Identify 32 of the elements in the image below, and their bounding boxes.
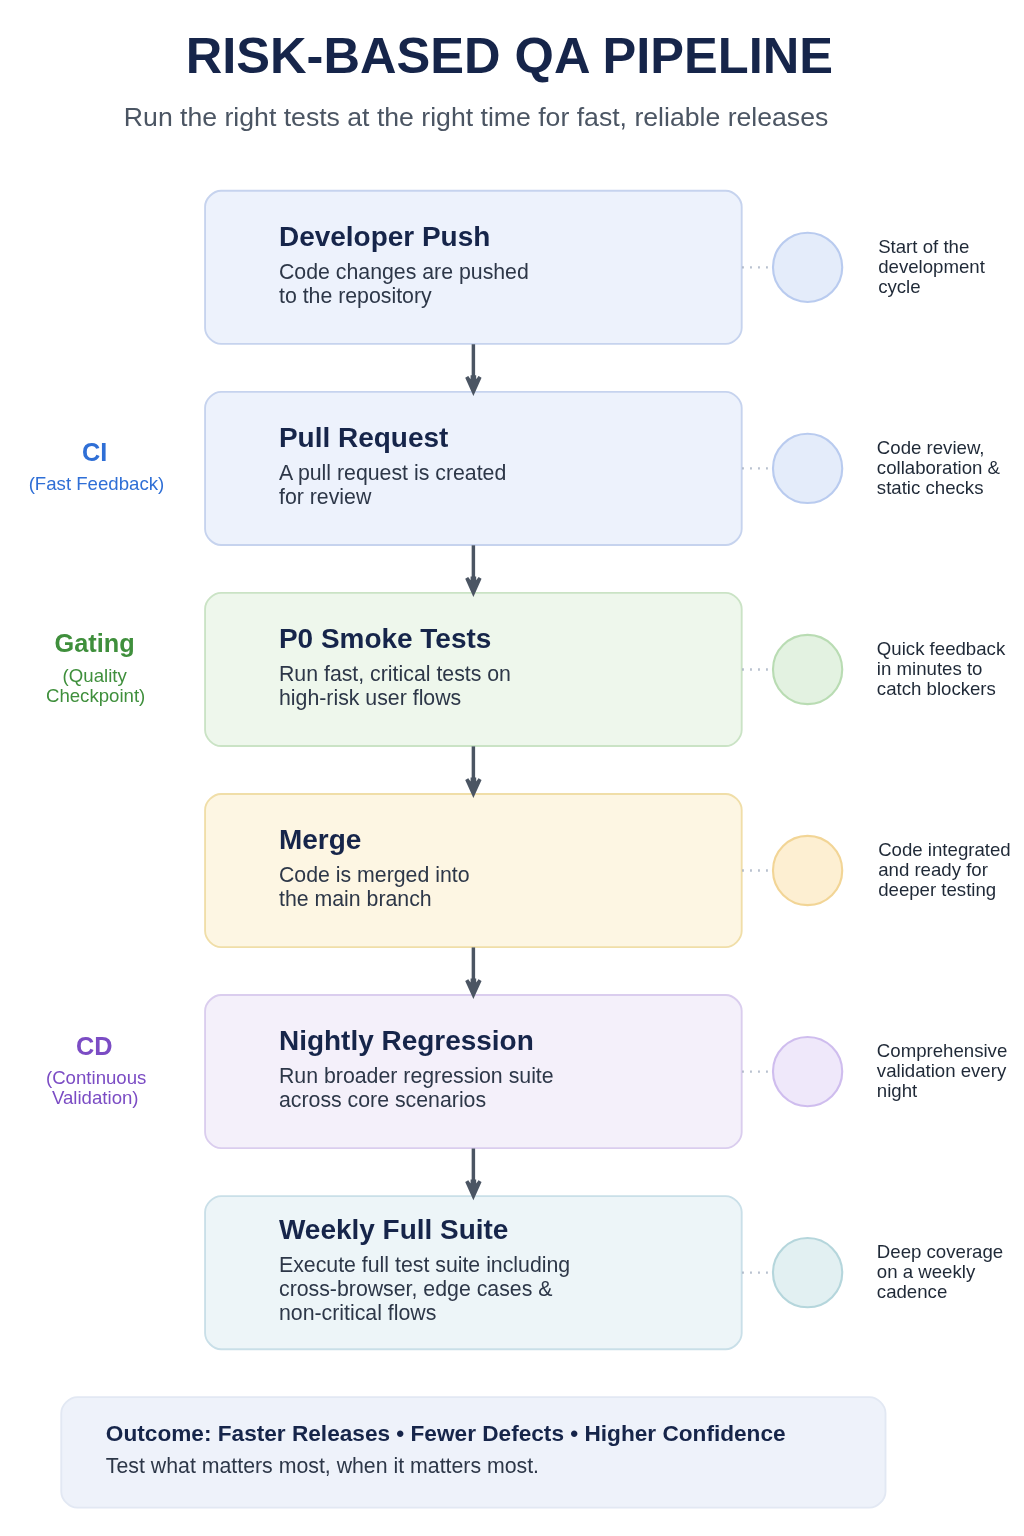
node-label: Comprehensive validation every night	[876, 1040, 1008, 1102]
label: Gating	[54, 629, 135, 658]
node-box: P0 Smoke Tests Run fast, critical tests on high-risk user flows	[204, 591, 743, 747]
node-box: Outcome: Faster Releases • Fewer Defects • Higher Confidence Test what matters most, when it matters most.	[60, 1396, 887, 1509]
diagram-title: RISK-BASED QA PIPELINE	[185, 26, 834, 84]
node-label: Quick feedback in minutes to catch blockers	[876, 638, 1006, 700]
arrow	[465, 344, 482, 394]
node-label: Code integrated and ready for deeper testing	[878, 839, 1011, 901]
arrow	[465, 746, 482, 796]
node-circle	[771, 633, 844, 706]
label: CI	[81, 437, 108, 466]
label: Run the right tests at the right time for fast, reliable releases	[123, 101, 829, 132]
node-circle	[771, 1035, 844, 1108]
node-label: Start of the development cycle	[878, 235, 985, 297]
label: (Quality Checkpoint)	[45, 664, 146, 706]
label: CD	[75, 1031, 113, 1060]
node-circle	[771, 834, 844, 907]
node-label: Deep coverage on a weekly cadence	[876, 1241, 1004, 1303]
node-box: Nightly Regression Run broader regression suite across core scenarios	[204, 994, 743, 1150]
arrow	[465, 1148, 482, 1198]
node-box: Weekly Full Suite Execute full test suite including cross-browser, edge cases & non-critical flows	[204, 1195, 743, 1351]
node-box: Developer Push Code changes are pushed to the repository	[204, 189, 743, 345]
label: (Continuous Validation)	[45, 1066, 147, 1108]
arrow	[465, 545, 482, 595]
node-circle	[771, 1236, 844, 1309]
node-box: Pull Request A pull request is created for review	[204, 390, 743, 546]
arrow	[465, 947, 482, 997]
node-box: Merge Code is merged into the main branch	[204, 793, 743, 948]
node-label: Code review, collaboration & static checks	[876, 437, 1001, 498]
node-circle	[771, 231, 844, 304]
label: (Fast Feedback)	[28, 472, 165, 494]
node-circle	[771, 432, 844, 505]
